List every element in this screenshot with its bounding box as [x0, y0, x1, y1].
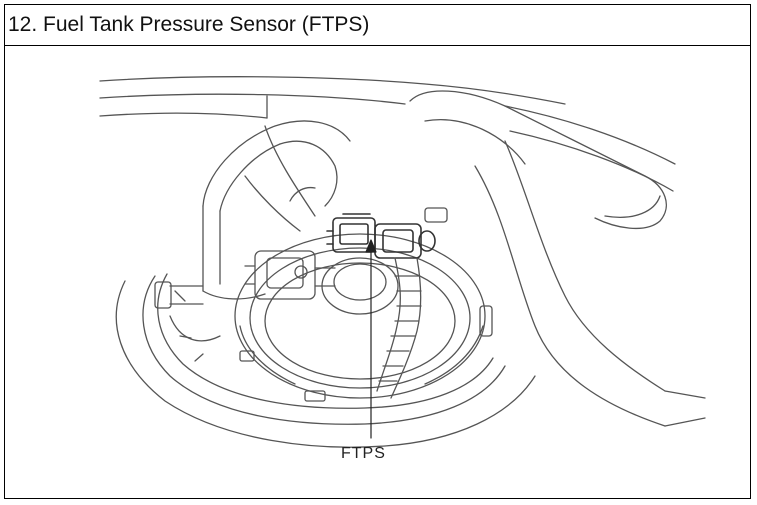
left-bracket [202, 95, 351, 300]
sender-ring [234, 207, 493, 402]
body-contours [99, 76, 676, 192]
diagram-frame: 12. Fuel Tank Pressure Sensor (FTPS) [4, 4, 751, 499]
ftps-callout-label: FTPS [341, 445, 386, 462]
ftps-illustration: FTPS [5, 46, 750, 498]
tank-flange [115, 273, 536, 448]
ftps-leader [365, 239, 377, 439]
ftps-hose [376, 257, 422, 399]
diagram-title: 12. Fuel Tank Pressure Sensor (FTPS) [8, 13, 370, 36]
ftps-sensor [326, 213, 436, 259]
left-connector [154, 250, 336, 342]
title-bar: 12. Fuel Tank Pressure Sensor (FTPS) [5, 5, 750, 46]
ftps-line-drawing [99, 76, 706, 448]
body-panel [409, 90, 706, 427]
